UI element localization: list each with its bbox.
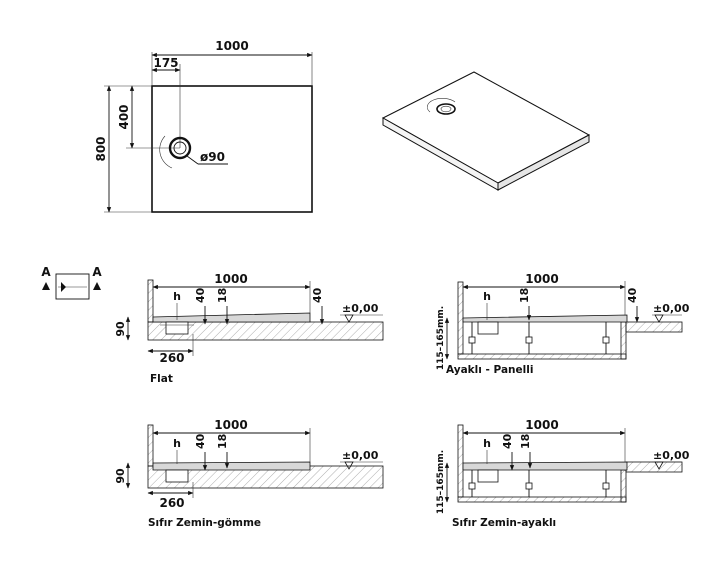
tray-outline xyxy=(151,85,313,213)
svg-text:18: 18 xyxy=(518,288,531,303)
support-legs xyxy=(468,322,610,354)
svg-text:260: 260 xyxy=(159,351,184,365)
svg-text:40: 40 xyxy=(501,433,514,449)
svg-text:1000: 1000 xyxy=(525,272,558,286)
section-gomme: 1000 h 40 18 ±0,00 90 260 Sıfır Zemin-gö… xyxy=(114,418,384,529)
tray-top-face xyxy=(381,71,591,184)
svg-text:260: 260 xyxy=(159,496,184,510)
svg-text:115–165mm.: 115–165mm. xyxy=(436,306,446,370)
section-marker-left: A xyxy=(41,265,51,279)
caption-gomme: Sıfır Zemin-gömme xyxy=(148,517,261,529)
svg-text:±0,00: ±0,00 xyxy=(653,449,690,462)
caption-flat: Flat xyxy=(150,373,173,385)
svg-text:±0,00: ±0,00 xyxy=(653,302,690,315)
svg-text:40: 40 xyxy=(194,433,207,449)
svg-text:18: 18 xyxy=(216,434,229,449)
svg-text:h: h xyxy=(483,437,491,450)
svg-text:18: 18 xyxy=(519,434,532,449)
section-marker: A A xyxy=(41,265,102,300)
section-flat: 1000 h 40 18 40 ±0,00 90 260 Flat xyxy=(114,272,384,385)
isometric-view xyxy=(381,71,591,191)
drain-box xyxy=(165,321,189,335)
tray-profile xyxy=(152,312,311,323)
width-label: 1000 xyxy=(215,39,248,53)
iso-drain-icon xyxy=(436,103,456,115)
svg-text:h: h xyxy=(173,290,181,303)
svg-text:h: h xyxy=(483,290,491,303)
svg-text:40: 40 xyxy=(626,287,639,303)
section-marker-right: A xyxy=(92,265,102,279)
svg-text:h: h xyxy=(173,437,181,450)
svg-text:1000: 1000 xyxy=(214,272,247,286)
drain-icon xyxy=(159,135,192,169)
drain-offset-x-label: 175 xyxy=(153,56,178,70)
svg-text:±0,00: ±0,00 xyxy=(342,449,379,462)
drain-offset-y-label: 400 xyxy=(117,104,131,129)
svg-text:90: 90 xyxy=(114,321,127,337)
section-panelli: 1000 h 18 40 ±0,00 115–165mm. Ayaklı - P… xyxy=(436,272,690,376)
svg-text:1000: 1000 xyxy=(214,418,247,432)
svg-text:90: 90 xyxy=(114,468,127,484)
svg-text:40: 40 xyxy=(311,287,324,303)
svg-text:18: 18 xyxy=(216,288,229,303)
depth-label: 800 xyxy=(94,136,108,161)
caption-ayakli: Sıfır Zemin-ayaklı xyxy=(452,517,556,529)
svg-text:±0,00: ±0,00 xyxy=(342,302,379,315)
plan-view: 1000 175 800 400 ø90 xyxy=(94,39,313,213)
caption-panelli: Ayaklı - Panelli xyxy=(446,364,533,376)
svg-text:115–165mm.: 115–165mm. xyxy=(436,450,446,514)
svg-text:40: 40 xyxy=(194,287,207,303)
drain-diameter-label: ø90 xyxy=(200,150,225,164)
svg-text:1000: 1000 xyxy=(525,418,558,432)
section-ayakli: 1000 h 40 18 ±0,00 115–165mm. Sıfır Zemi… xyxy=(436,418,690,529)
support-legs xyxy=(468,470,610,497)
